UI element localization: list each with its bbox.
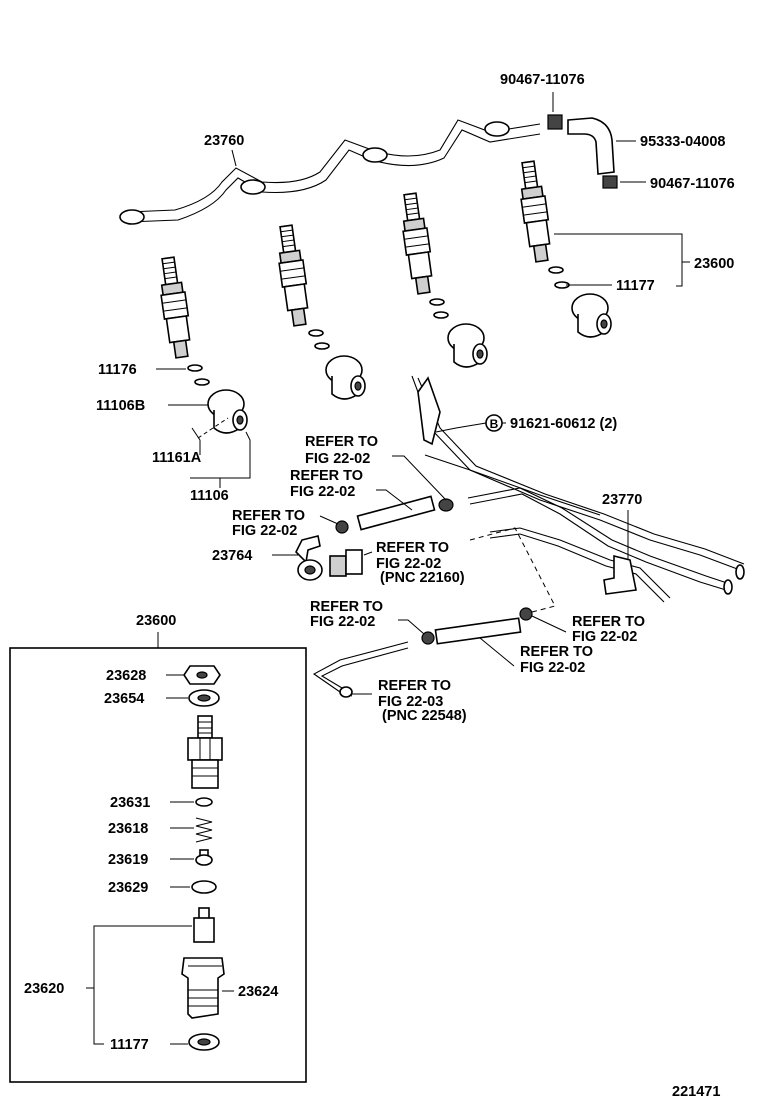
refer-8-line3: (PNC 22548) <box>382 708 467 724</box>
label-95333: 95333-04008 <box>640 134 725 150</box>
bolt-marker: B <box>435 414 503 433</box>
refer-6-line2: FIG 22-02 <box>572 629 637 645</box>
label-11106B: 11106B <box>96 398 145 414</box>
washer-row <box>187 266 570 386</box>
inset-label-23631: 23631 <box>110 795 150 811</box>
nozzle-seat-3 <box>447 323 488 368</box>
hose-95333 <box>547 114 618 189</box>
callouts: 90467-11076 95333-04008 90467-11076 2376… <box>96 72 735 564</box>
nozzle-seat-2 <box>325 355 366 400</box>
inset-label-23619: 23619 <box>108 852 148 868</box>
label-23760: 23760 <box>204 133 244 149</box>
label-11176: 11176 <box>98 362 137 378</box>
injector-3 <box>397 191 437 296</box>
refer-labels: REFER TO FIG 22-02 REFER TO FIG 22-02 RE… <box>232 434 645 724</box>
leakoff-pipe-23760 <box>119 119 541 225</box>
refer-1-line2: FIG 22-02 <box>305 451 370 467</box>
label-23770: 23770 <box>602 492 642 508</box>
inset-label-11177: 11177 <box>110 1037 149 1053</box>
refer-7-line2: FIG 22-02 <box>520 660 585 676</box>
bolt-marker-letter: B <box>490 417 499 431</box>
refer-4-line1: REFER TO <box>376 540 449 556</box>
inset-title: 23600 <box>136 613 176 629</box>
injection-pipes-23770 <box>411 375 745 603</box>
label-91621: 91621-60612 (2) <box>510 416 617 432</box>
label-11161A: 11161A <box>152 450 202 466</box>
label-11106: 11106 <box>190 488 229 504</box>
refer-3-line2: FIG 22-02 <box>232 523 297 539</box>
refer-8-line2: FIG 22-03 <box>378 694 443 710</box>
refer-4-line3: (PNC 22160) <box>380 570 465 586</box>
inset-23600: 23600 23628 23654 23631 23618 23619 <box>9 613 307 1083</box>
inset-label-23624: 23624 <box>238 984 278 1000</box>
label-23600: 23600 <box>694 256 734 272</box>
injector-2 <box>273 223 313 328</box>
inset-label-23620: 23620 <box>24 981 64 997</box>
refer-5-line2: FIG 22-02 <box>310 614 375 630</box>
injector-4 <box>515 159 555 264</box>
refer-7-line1: REFER TO <box>520 644 593 660</box>
refer-2-line1: REFER TO <box>290 468 363 484</box>
inset-label-23654: 23654 <box>104 691 144 707</box>
label-23764: 23764 <box>212 548 252 564</box>
inset-label-23629: 23629 <box>108 880 148 896</box>
label-90467-top: 90467-11076 <box>500 72 585 88</box>
label-90467-bottom: 90467-11076 <box>650 176 735 192</box>
hose-clamps <box>295 495 533 698</box>
nozzle-seat-1 <box>207 389 248 434</box>
inset-label-23618: 23618 <box>108 821 148 837</box>
refer-1-line1: REFER TO <box>305 434 378 450</box>
injector-1 <box>155 255 195 360</box>
refer-8-line1: REFER TO <box>378 678 451 694</box>
nozzle-seat-4 <box>571 293 612 338</box>
label-11177: 11177 <box>616 278 655 294</box>
refer-3-line1: REFER TO <box>232 508 305 524</box>
inset-label-23628: 23628 <box>106 668 146 684</box>
refer-2-line2: FIG 22-02 <box>290 484 355 500</box>
refer-6-line1: REFER TO <box>572 614 645 630</box>
refer-4-line2: FIG 22-02 <box>376 556 441 572</box>
figure-number: 221471 <box>672 1084 720 1100</box>
refer-5-line1: REFER TO <box>310 599 383 615</box>
